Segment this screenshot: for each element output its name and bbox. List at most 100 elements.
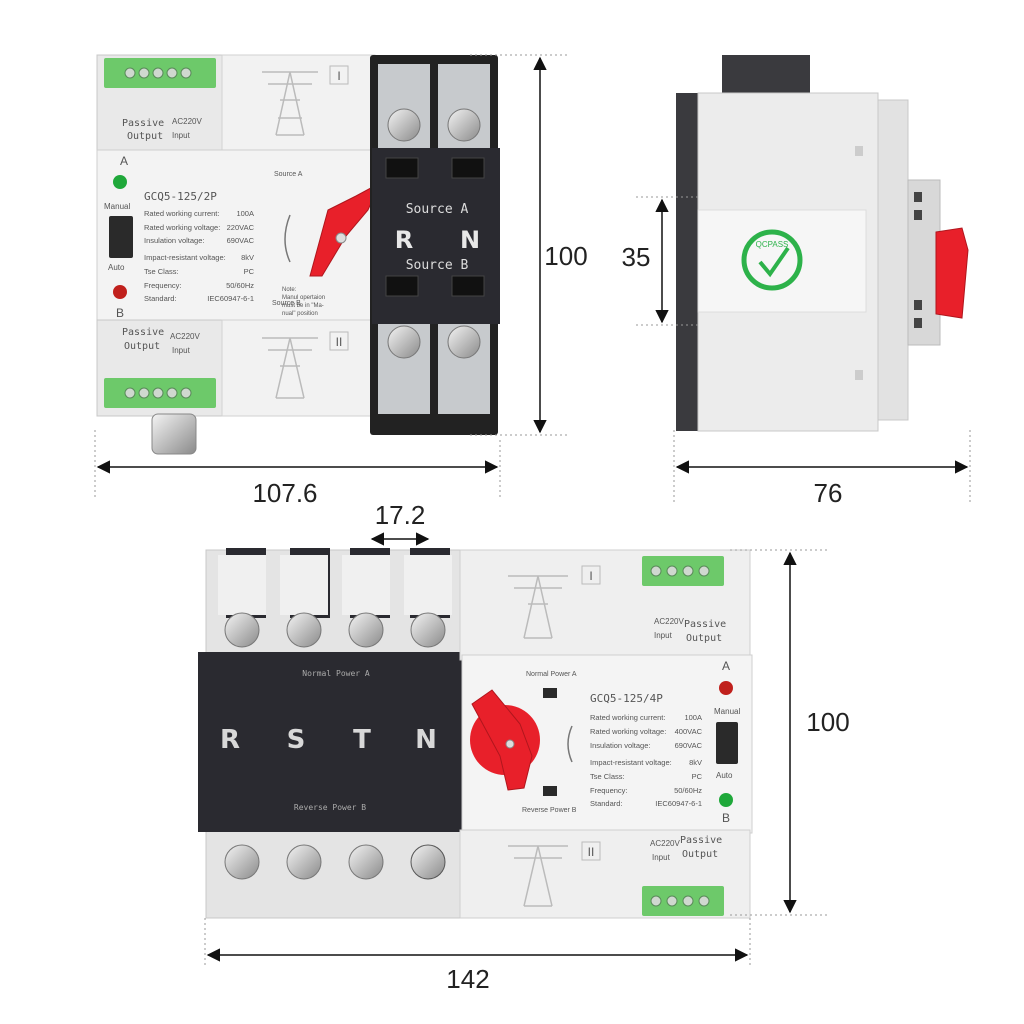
top-output-label: Output xyxy=(127,131,163,142)
pole-label-r-4p: R xyxy=(220,725,240,755)
4p-bottom-output: Output xyxy=(682,849,718,860)
svg-text:nual" position: nual" position xyxy=(282,311,318,317)
4p-manual-auto-switch[interactable] xyxy=(716,722,738,764)
dim-width-4p: 142 xyxy=(204,918,751,994)
section-badge-4p-top: I xyxy=(589,569,592,583)
4p-indicator-b-led xyxy=(719,793,733,807)
svg-text:Rated working voltage:: Rated working voltage: xyxy=(590,727,666,736)
dim-height-2p: 100 xyxy=(470,54,588,436)
svg-text:PC: PC xyxy=(244,267,255,276)
manual-auto-switch[interactable] xyxy=(109,216,133,258)
4p-indicator-a-led xyxy=(719,681,733,695)
dim-label-height-4p: 100 xyxy=(806,707,849,737)
tower-logo-icon-bottom xyxy=(262,337,318,399)
section-badge-bottom xyxy=(329,331,349,351)
svg-text:690VAC: 690VAC xyxy=(675,741,703,750)
svg-text:II: II xyxy=(336,335,343,349)
4p-bottom-input: Input xyxy=(652,853,671,862)
reverse-power-label: Reverse Power B xyxy=(522,807,577,814)
dim-label-side-height: 35 xyxy=(622,242,651,272)
svg-text:Frequency:: Frequency: xyxy=(144,281,182,290)
section-badge-4p-bottom: II xyxy=(588,845,595,859)
dim-pole-pitch: 17.2 xyxy=(370,500,430,546)
svg-text:Insulation voltage:: Insulation voltage: xyxy=(590,741,650,750)
source-a-label: Source A xyxy=(274,171,303,178)
svg-text:100A: 100A xyxy=(236,209,254,218)
svg-text:100A: 100A xyxy=(684,713,702,722)
svg-text:Standard:: Standard: xyxy=(590,799,623,808)
svg-text:Impact-resistant voltage:: Impact-resistant voltage: xyxy=(144,253,226,262)
pole-label-t-4p: T xyxy=(353,725,371,755)
normal-power-label: Normal Power A xyxy=(526,671,577,678)
source-b-label: Source B xyxy=(272,300,301,307)
terminal-screw xyxy=(387,325,421,359)
terminal-screw xyxy=(447,108,481,142)
cable-gland xyxy=(151,413,197,455)
svg-text:50/60Hz: 50/60Hz xyxy=(226,281,254,290)
svg-text:690VAC: 690VAC xyxy=(227,236,255,245)
4p-rotate-arrow-icon xyxy=(567,725,573,763)
4p-indicator-b-label: B xyxy=(722,811,730,825)
4p-rotary-handle[interactable] xyxy=(471,689,533,791)
check-icon xyxy=(758,246,790,278)
svg-text:Frequency:: Frequency: xyxy=(590,786,628,795)
4p-auto-label: Auto xyxy=(716,771,733,780)
svg-text:Insulation voltage:: Insulation voltage: xyxy=(144,236,204,245)
indicator-a-led xyxy=(113,175,127,189)
tower-logo-icon xyxy=(262,71,318,136)
side-handle[interactable] xyxy=(935,227,969,319)
cover-source-a: Source A xyxy=(406,202,469,217)
top-ac-label: AC220V xyxy=(172,117,202,126)
4p-top-passive: Passive xyxy=(684,619,726,630)
note-text: Note: Manul opertaion must be in "Ma- nu… xyxy=(282,287,325,317)
dim-width-2p: 107.6 xyxy=(94,430,501,508)
svg-text:220VAC: 220VAC xyxy=(227,223,255,232)
indicator-b-label: B xyxy=(116,306,124,320)
svg-text:Rated working current:: Rated working current: xyxy=(144,209,219,218)
indicator-a-label: A xyxy=(120,154,128,168)
pole-label-r: R xyxy=(395,226,413,254)
tower-logo-icon-4p-bottom xyxy=(508,845,568,907)
bottom-passive-label: Passive xyxy=(122,327,164,338)
tower-logo-icon-4p xyxy=(508,575,568,639)
dim-side-depth: 76 xyxy=(673,430,971,508)
pole-label-s-4p: S xyxy=(287,725,306,755)
4p-bottom-passive: Passive xyxy=(680,835,722,846)
svg-text:400VAC: 400VAC xyxy=(675,727,703,736)
cover-reverse-power: Reverse Power B xyxy=(294,803,366,812)
dim-side-height: 35 xyxy=(622,196,700,326)
bottom-input-label: Input xyxy=(172,346,191,355)
4p-top-input: Input xyxy=(654,631,673,640)
terminal-screw xyxy=(387,108,421,142)
4p-model-label: GCQ5-125/4P xyxy=(590,692,663,705)
4p-manual-label: Manual xyxy=(714,707,740,716)
svg-text:Rated working voltage:: Rated working voltage: xyxy=(144,223,220,232)
4p-top-ac: AC220V xyxy=(654,617,684,626)
dim-label-width-4p: 142 xyxy=(446,964,489,994)
cover-normal-power: Normal Power A xyxy=(302,669,370,678)
indicator-b-led xyxy=(113,285,127,299)
manual-label: Manual xyxy=(104,202,130,211)
cover-source-b: Source B xyxy=(406,258,469,273)
svg-text:I: I xyxy=(337,69,340,83)
svg-text:Tse Class:: Tse Class: xyxy=(144,267,179,276)
svg-text:IEC60947-6-1: IEC60947-6-1 xyxy=(655,799,702,808)
spec-table: Rated working current: 100A Rated working… xyxy=(144,209,255,303)
pole-label-n-4p: N xyxy=(415,725,437,755)
svg-text:50/60Hz: 50/60Hz xyxy=(674,786,702,795)
svg-text:Impact-resistant voltage:: Impact-resistant voltage: xyxy=(590,758,672,767)
bottom-output-label: Output xyxy=(124,341,160,352)
top-passive-label: Passive xyxy=(122,118,164,129)
terminal-screw xyxy=(447,325,481,359)
label-area xyxy=(697,209,867,313)
auto-label: Auto xyxy=(108,263,125,272)
qcpass-text: QCPASS xyxy=(756,240,789,249)
4p-spec-table: Rated working current:100A Rated working… xyxy=(590,713,703,808)
section-badge-top xyxy=(329,65,349,85)
dim-height-4p: 100 xyxy=(730,549,850,916)
rotate-arrow-icon xyxy=(284,214,291,263)
svg-text:Manul opertaion: Manul opertaion xyxy=(282,295,325,301)
svg-text:Standard:: Standard: xyxy=(144,294,177,303)
svg-text:Note:: Note: xyxy=(282,287,297,293)
